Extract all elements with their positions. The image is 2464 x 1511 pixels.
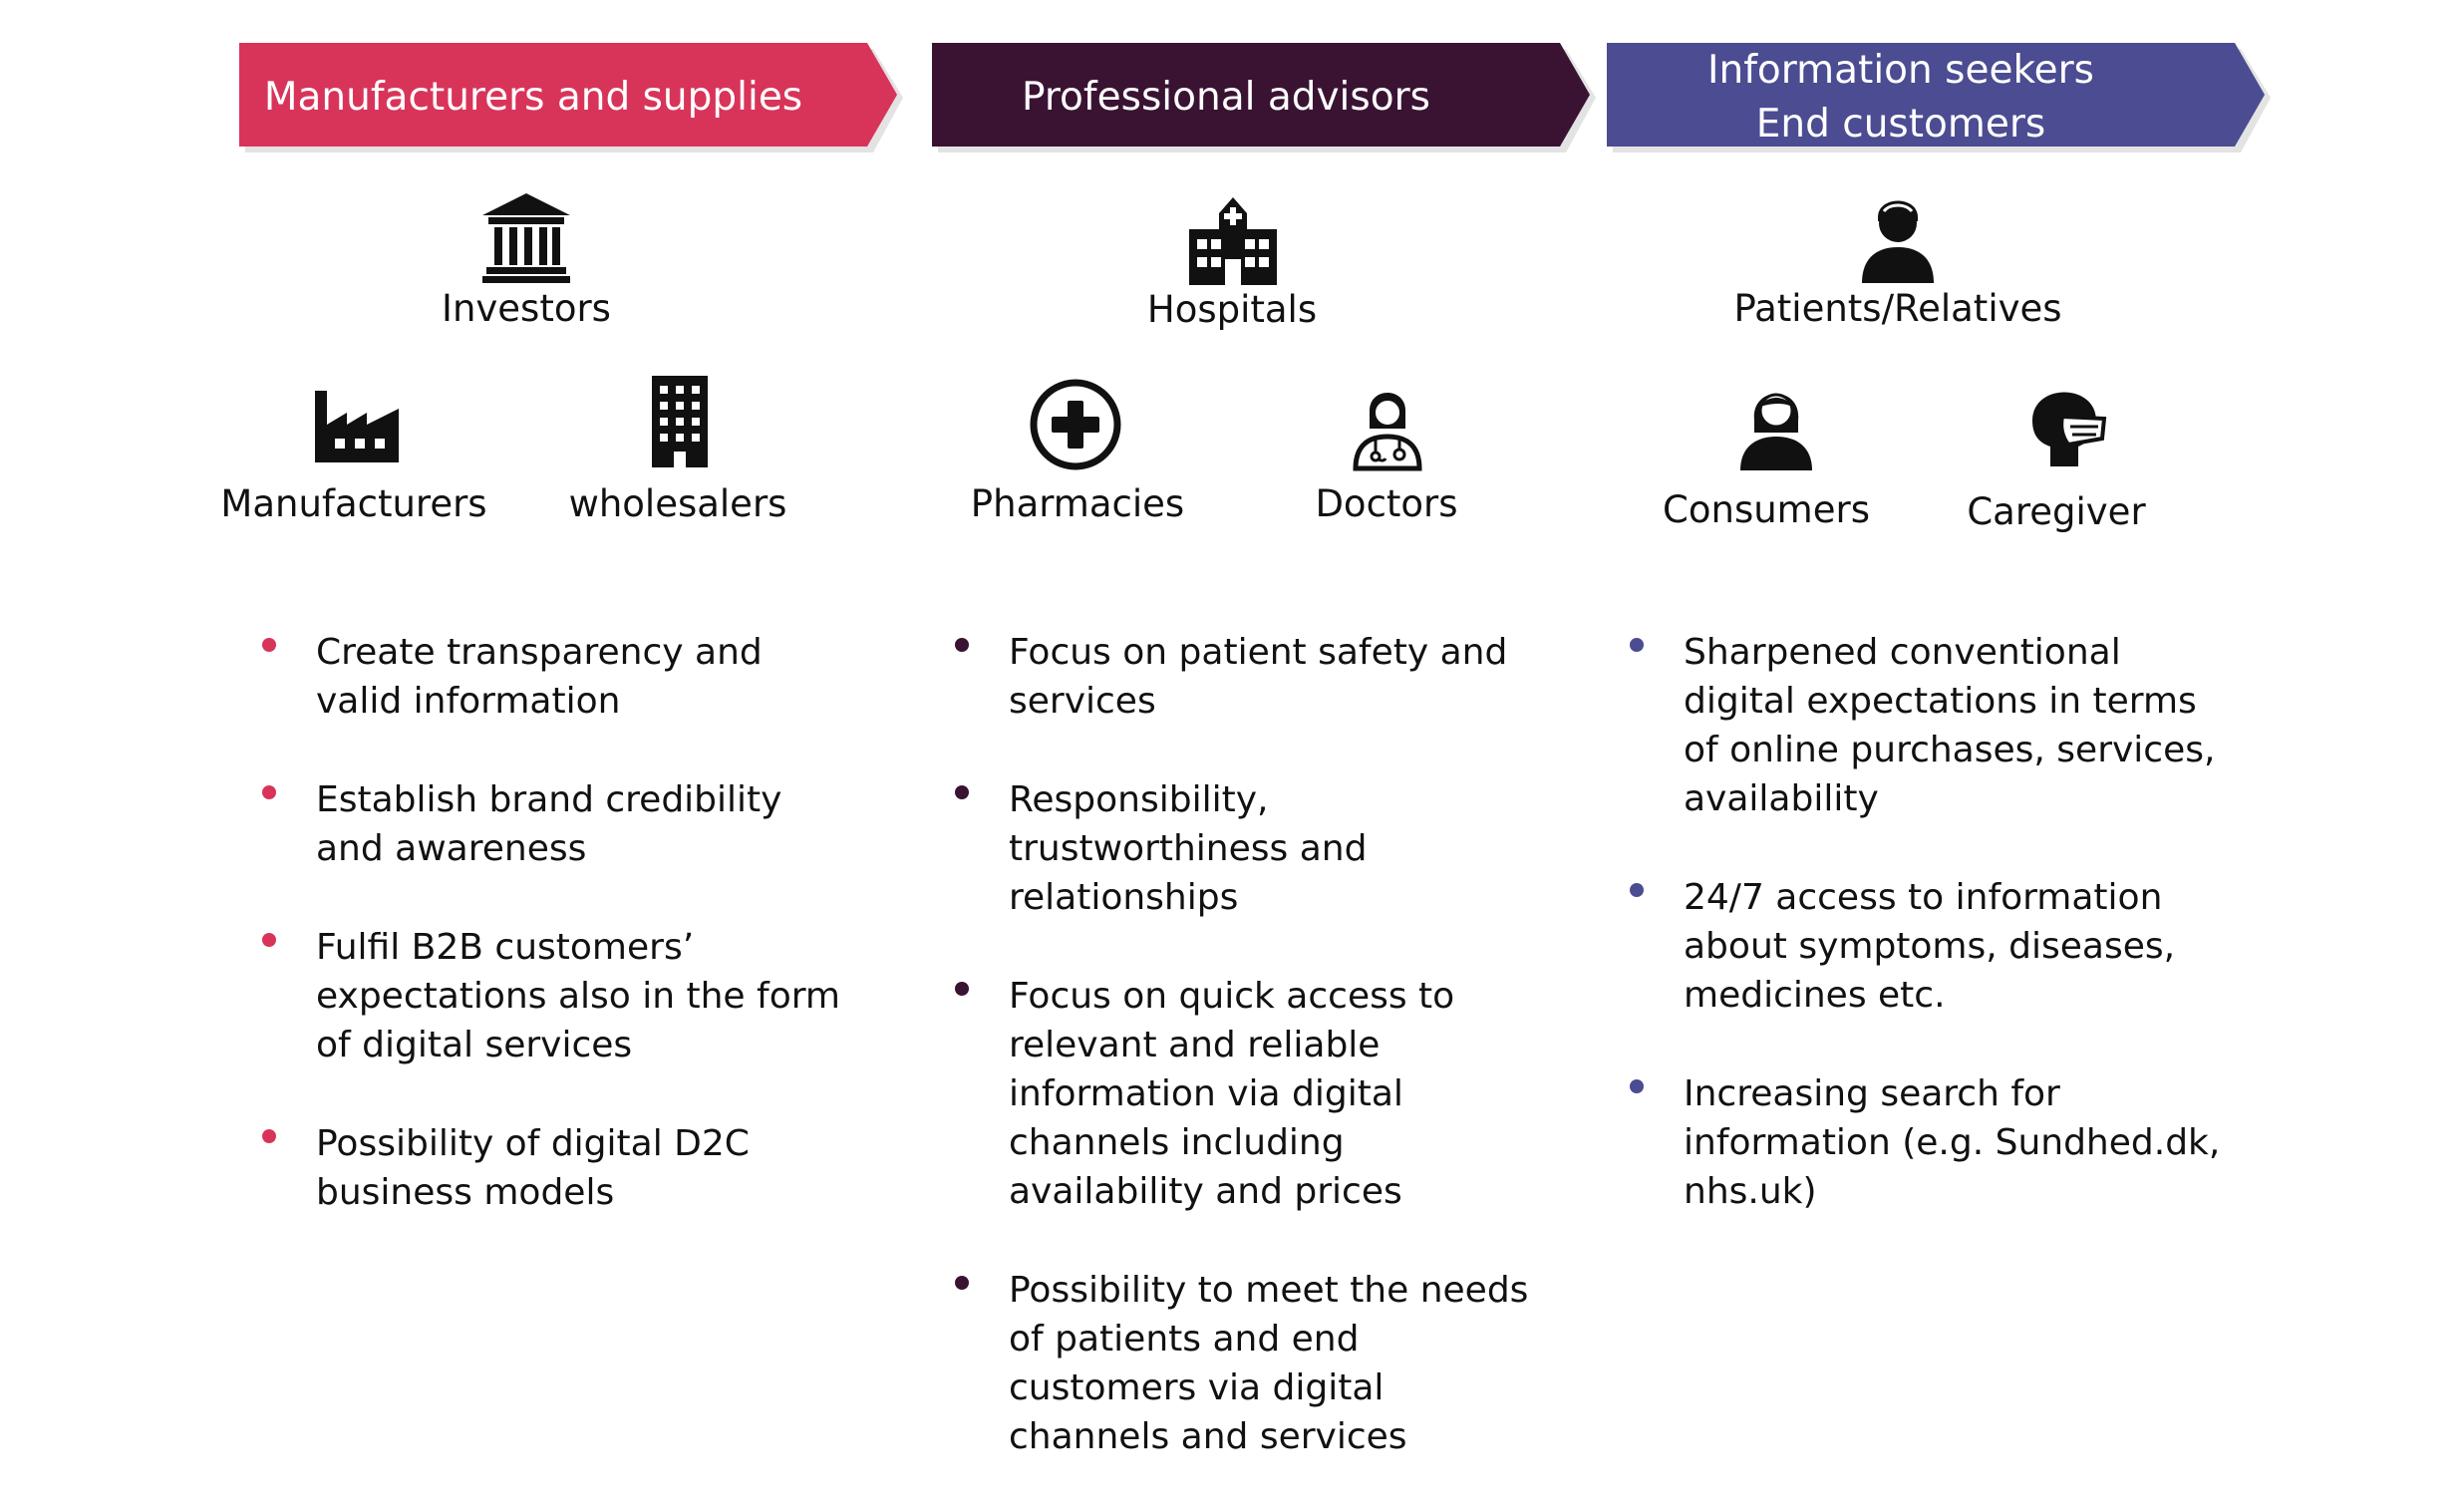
column-information-seekers: Information seekers End customers Patien… [1587,0,2271,1383]
node-label-investors: Investors [442,287,611,330]
bank-icon [478,189,574,285]
banner-title: Information seekers End customers [1607,43,2195,152]
masked-person-icon [2016,373,2112,468]
banner-title-line-2: End customers [1755,102,2046,147]
office-building-icon [632,374,728,469]
banner-arrow-shape [932,43,1596,152]
node-label-pharmacies: Pharmacies [970,482,1185,525]
bullet-item: Increasing search for information (e.g. … [1587,1069,2225,1216]
bullet-item: Responsibility, trustworthiness and rela… [912,775,1550,922]
node-label-doctors: Doctors [1315,482,1458,525]
node-label-caregiver: Caregiver [1967,490,2146,533]
bullet-item: Possibility to meet the needs of patient… [912,1266,1550,1461]
banner-title-line-1: Information seekers [1706,48,2094,93]
banner-title: Professional advisors [932,43,1520,152]
stage-banner-3: Information seekers End customers [1607,43,2271,152]
bullet-list: Focus on patient safety and services Res… [912,628,1550,1511]
bullet-item: Create transparency and valid informatio… [219,628,857,726]
banner-arrow-shape [239,43,903,152]
bullet-list: Sharpened conventional digital expectati… [1587,628,2225,1266]
patient-icon [1850,189,1946,285]
bullet-item: Possibility of digital D2C business mode… [219,1119,857,1217]
node-label-consumers: Consumers [1663,488,1870,531]
banner-title-line-1: Manufacturers and supplies [263,75,803,120]
stage-banner-2: Professional advisors [932,43,1596,152]
factory-icon [309,377,405,472]
banner-title-line-1: Professional advisors [1022,75,1430,120]
banner-title: Manufacturers and supplies [239,43,827,152]
node-label-patients-relatives: Patients/Relatives [1733,287,2062,330]
bullet-item: Fulfil B2B customers’ expectations also … [219,923,857,1069]
bullet-item: Focus on quick access to relevant and re… [912,972,1550,1216]
medical-cross-icon [1028,377,1123,472]
banner-arrow-shape [1607,43,2271,152]
bullet-item: Establish brand credibility and awarenes… [219,775,857,873]
node-label-manufacturers: Manufacturers [220,482,487,525]
bullet-item: Focus on patient safety and services [912,628,1550,726]
woman-icon [1728,377,1824,472]
column-manufacturers: Manufacturers and supplies Investors Man… [219,0,903,1383]
bullet-item: 24/7 access to information about symptom… [1587,873,2225,1020]
bullet-item: Sharpened conventional digital expectati… [1587,628,2225,823]
node-label-hospitals: Hospitals [1146,288,1318,331]
node-label-wholesalers: wholesalers [568,482,787,525]
hospital-icon [1185,195,1281,291]
bullet-list: Create transparency and valid informatio… [219,628,857,1267]
stage-banner-1: Manufacturers and supplies [239,43,903,152]
column-professional-advisors: Professional advisors Hospitals Pharmaci… [912,0,1596,1457]
doctor-icon [1340,377,1435,472]
